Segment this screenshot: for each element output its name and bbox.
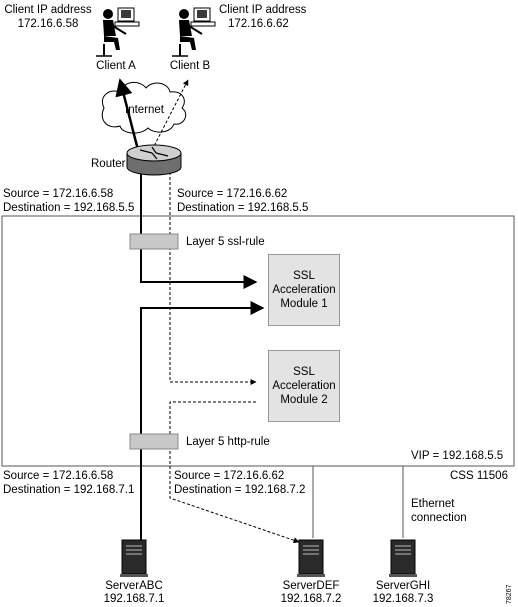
module-1-line3: Module 1 bbox=[280, 298, 328, 310]
server-abc-name: ServerABC bbox=[105, 580, 163, 592]
client-b-ip-label: Client IP address bbox=[219, 4, 307, 16]
server-abc-icon bbox=[120, 539, 148, 577]
router-icon bbox=[126, 144, 182, 176]
ssl-rule-box bbox=[129, 233, 179, 250]
server-def-ip: 192.168.7.2 bbox=[280, 593, 342, 605]
module-1-line1: SSL bbox=[293, 270, 315, 282]
module-1-line2: Acceleration bbox=[272, 284, 336, 296]
router-label: Router bbox=[91, 158, 126, 170]
server-ghi-ip: 192.168.7.3 bbox=[372, 593, 434, 605]
client-a-link bbox=[115, 78, 140, 151]
flow-a-top-source: Source = 172.16.6.58 bbox=[3, 188, 114, 200]
module-2-line3: Module 2 bbox=[280, 394, 328, 406]
ethernet-label-2: connection bbox=[411, 512, 467, 524]
client-a-name: Client A bbox=[96, 60, 136, 72]
client-b-link bbox=[151, 79, 189, 151]
server-ghi-icon bbox=[389, 539, 417, 577]
server-def-icon bbox=[297, 539, 325, 577]
client-a-ip-label: Client IP address bbox=[4, 4, 92, 16]
device-label: CSS 11506 bbox=[450, 470, 508, 482]
http-rule-label: Layer 5 http-rule bbox=[186, 436, 270, 448]
ssl-module-2: SSL Acceleration Module 2 bbox=[268, 350, 340, 422]
client-b-icon bbox=[172, 7, 216, 57]
ssl-rule-label: Layer 5 ssl-rule bbox=[186, 236, 265, 248]
client-a-icon bbox=[96, 7, 140, 57]
flow-a-bottom-source: Source = 172.16.6.58 bbox=[3, 470, 114, 482]
client-a-ip: 172.16.6.58 bbox=[17, 18, 79, 30]
ssl-module-1: SSL Acceleration Module 1 bbox=[268, 254, 340, 326]
module-2-line2: Acceleration bbox=[272, 380, 336, 392]
flow-b-top-source: Source = 172.16.6.62 bbox=[177, 188, 288, 200]
module-2-line1: SSL bbox=[293, 366, 315, 378]
vip-label: VIP = 192.168.5.5 bbox=[411, 450, 504, 462]
flow-a-to-server bbox=[140, 301, 265, 540]
figure-id: 78267 bbox=[506, 584, 513, 604]
flow-a-bottom-destination: Destination = 192.168.7.1 bbox=[3, 484, 135, 496]
client-b-name: Client B bbox=[169, 60, 211, 72]
server-ghi-name: ServerGHI bbox=[375, 580, 431, 592]
flow-a-top-destination: Destination = 192.168.5.5 bbox=[3, 202, 135, 214]
flow-b-bottom-destination: Destination = 192.168.7.2 bbox=[174, 484, 306, 496]
flow-a-inbound bbox=[140, 172, 258, 289]
client-b-ip: 172.16.6.62 bbox=[228, 18, 289, 30]
server-abc-ip: 192.168.7.1 bbox=[103, 593, 165, 605]
css-chassis-box bbox=[1, 215, 515, 467]
http-rule-box bbox=[129, 433, 179, 450]
flow-b-to-server bbox=[169, 401, 300, 544]
server-def-name: ServerDEF bbox=[282, 580, 340, 592]
flow-b-bottom-source: Source = 172.16.6.62 bbox=[174, 470, 285, 482]
ethernet-label-1: Ethernet bbox=[411, 498, 455, 510]
flow-b-top-destination: Destination = 192.168.5.5 bbox=[177, 202, 309, 214]
internet-label: Internet bbox=[125, 104, 164, 116]
